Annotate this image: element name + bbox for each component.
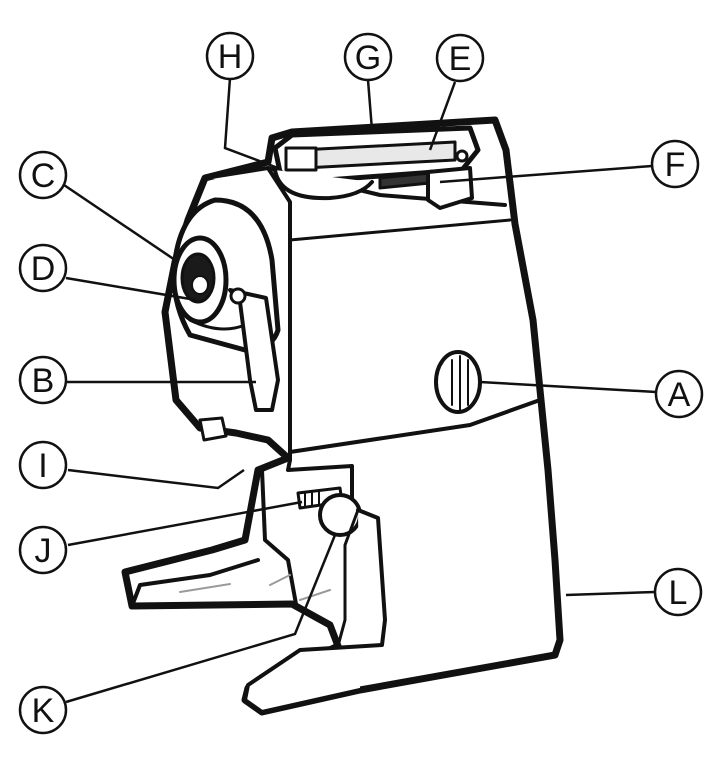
leader-line-J: [67, 500, 303, 547]
callout-A: A: [654, 369, 704, 419]
rear-leg: [130, 558, 260, 608]
leader-line-D: [65, 276, 197, 302]
callouts: H G E C F D B A: [18, 31, 704, 735]
chuck-center: [191, 275, 209, 295]
callout-K: K: [18, 685, 68, 735]
callout-circle: [18, 685, 68, 735]
leader-line-A: [479, 380, 657, 394]
front-leg-inner: [336, 508, 360, 648]
clamp-screw: [455, 149, 469, 163]
locking-ball: [318, 493, 362, 537]
callout-circle: [205, 31, 255, 81]
leader-line-L: [565, 590, 656, 597]
callout-label: A: [668, 376, 691, 414]
leader-line-I: [67, 468, 245, 490]
callout-H: H: [205, 31, 255, 81]
callout-circle: [654, 369, 704, 419]
callout-label: I: [38, 447, 47, 485]
leader-line-E: [428, 81, 457, 151]
callout-circle: [18, 355, 68, 405]
callout-circle: [18, 150, 68, 200]
lever-pivot: [229, 287, 247, 305]
callout-circle: [435, 33, 485, 83]
callout-circle: [18, 440, 68, 490]
leader-line-C: [63, 183, 179, 264]
callout-B: B: [18, 355, 68, 405]
callout-label: B: [32, 362, 55, 400]
callout-label: C: [31, 157, 56, 195]
lever-arm: [228, 288, 280, 412]
callout-F: F: [650, 139, 700, 189]
callout-label: L: [669, 574, 688, 612]
head-top-ridge: [288, 218, 512, 242]
clamp-block: [426, 166, 474, 210]
front-leg: [243, 508, 387, 714]
leader-line-G: [366, 79, 374, 131]
callout-label: E: [449, 40, 472, 78]
column-left: [260, 468, 298, 606]
shade-accent: [179, 574, 331, 601]
leader-line-F: [439, 164, 653, 184]
leader-line-K: [65, 534, 337, 704]
callout-C: C: [18, 150, 68, 200]
set-screw-thread: [304, 489, 320, 508]
foot-screw: [198, 416, 228, 442]
leader-lines: [63, 77, 657, 704]
callout-circle: [653, 567, 703, 617]
callout-J: J: [18, 525, 68, 575]
side-knob: [434, 350, 482, 414]
callout-label: F: [665, 146, 686, 184]
head-bottom-edge: [288, 398, 542, 454]
knob-grip: [451, 355, 469, 411]
callout-label: H: [218, 38, 243, 76]
callout-D: D: [18, 243, 68, 293]
machine-illustration: [121, 116, 564, 716]
chuck-ring: [188, 318, 247, 331]
callout-label: G: [355, 39, 381, 77]
callout-label: D: [31, 250, 56, 288]
carriage-base: [273, 168, 374, 201]
callout-circle: [18, 243, 68, 293]
callout-L: L: [653, 567, 703, 617]
callout-circle: [650, 139, 700, 189]
leader-line-H: [223, 77, 279, 170]
carriage-knob: [284, 146, 318, 172]
column-neck: [286, 458, 354, 507]
callout-circle: [343, 32, 393, 82]
callout-E: E: [435, 33, 485, 83]
callout-I: I: [18, 440, 68, 490]
callout-G: G: [343, 32, 393, 82]
callout-label: K: [32, 692, 55, 730]
callout-circle: [18, 525, 68, 575]
callout-label: J: [35, 532, 52, 570]
head-front-edge: [266, 166, 292, 462]
